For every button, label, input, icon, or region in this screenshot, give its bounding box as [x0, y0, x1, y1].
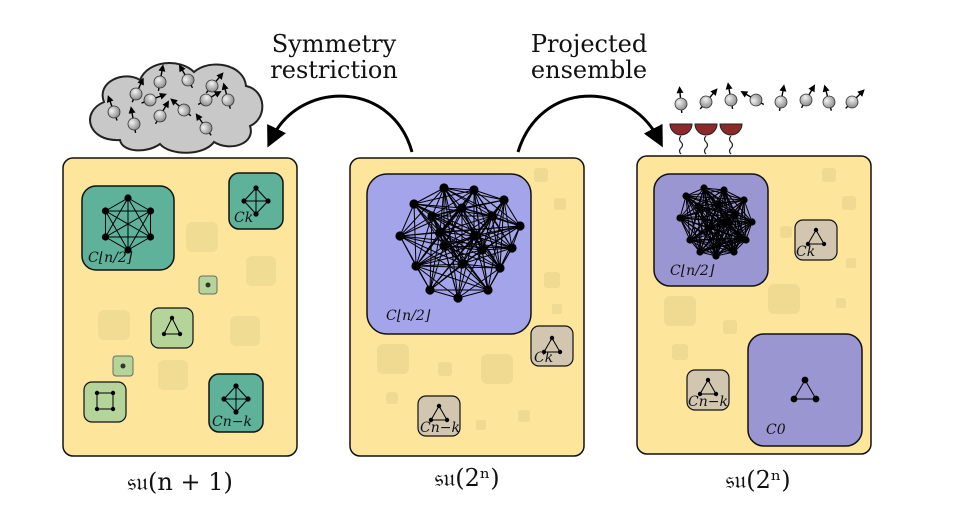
spin-icon [127, 106, 141, 133]
spin-icon [179, 64, 195, 89]
panel-su-2n-right: C⌊n/2⌋ Ck Cn−k C0 [636, 155, 872, 455]
module-label: C0 [766, 422, 786, 438]
module-label: Ck [534, 350, 553, 366]
module-triangle [150, 307, 194, 349]
graph-icon [428, 403, 450, 423]
module-label: Ck [796, 244, 815, 260]
spin-icon [170, 98, 192, 117]
graph-icon [676, 184, 756, 260]
spin-icon [153, 100, 169, 125]
module-label: Ck [234, 210, 253, 226]
module-label: Cn−k [688, 394, 728, 410]
left-arrow-icon [267, 94, 414, 153]
detector-icon [694, 123, 718, 155]
spin-icon [141, 92, 167, 107]
detector-icon [719, 123, 743, 155]
spin-icon [197, 91, 222, 107]
module-label: Cn−k [212, 414, 252, 430]
panel-su-n-plus-1: C⌊n/2⌋ Ck Cn−k [62, 157, 298, 457]
spin-icon [106, 95, 121, 121]
module-c-n-minus-k [417, 395, 461, 437]
left-arrow-label-line1: Symmetry [272, 30, 397, 58]
graph-icon [241, 185, 271, 217]
spin-icon [740, 91, 765, 107]
spin-icon [221, 82, 235, 109]
graph-icon [161, 315, 183, 337]
spin-icon [799, 84, 815, 109]
graph-icon [221, 383, 251, 415]
spin-icon [724, 82, 738, 109]
module-label: Cn−k [420, 420, 460, 436]
left-arrow-label-line2: restriction [270, 56, 397, 84]
right-arrow-label-line2: ensemble [531, 56, 647, 84]
spin-icon [205, 72, 224, 94]
detectors [669, 123, 743, 155]
graph-icon [395, 183, 525, 303]
spin-icon [774, 84, 788, 111]
algebra-label: 𝔰𝔲(n + 1) [127, 468, 233, 496]
panel-su-2n-middle: C⌊n/2⌋ Ck Cn−k [349, 157, 585, 457]
module-c-zero [747, 333, 863, 447]
spin-icon [822, 84, 836, 111]
spin-icon [699, 88, 718, 110]
module-c-k [794, 219, 838, 261]
module-c-n-minus-k [686, 369, 730, 411]
module-label: C⌊n/2⌋ [88, 250, 133, 266]
graph-icon [790, 376, 820, 403]
graph-icon [697, 377, 719, 397]
spin-chain [674, 82, 865, 114]
algebra-label: 𝔰𝔲(2ⁿ) [434, 464, 499, 492]
spin-icon [129, 77, 144, 103]
spin-icon [153, 64, 167, 91]
module-square [83, 381, 127, 423]
graph-icon [805, 227, 827, 247]
graph-icon [94, 390, 116, 412]
detector-icon [669, 123, 693, 155]
module-label: C⌊n/2⌋ [670, 263, 715, 279]
graph-icon [541, 335, 563, 355]
spin-icon [845, 89, 865, 109]
spin-icon [674, 86, 688, 114]
graph-icon [101, 194, 155, 254]
spin-icon [195, 113, 213, 136]
module-c-k [530, 325, 574, 367]
algebra-label: 𝔰𝔲(2ⁿ) [725, 466, 790, 494]
cloud-spins [106, 64, 235, 136]
right-arrow-label-line1: Projected [531, 30, 647, 58]
right-arrow-icon [516, 94, 663, 153]
module-label: C⌊n/2⌋ [386, 308, 431, 324]
